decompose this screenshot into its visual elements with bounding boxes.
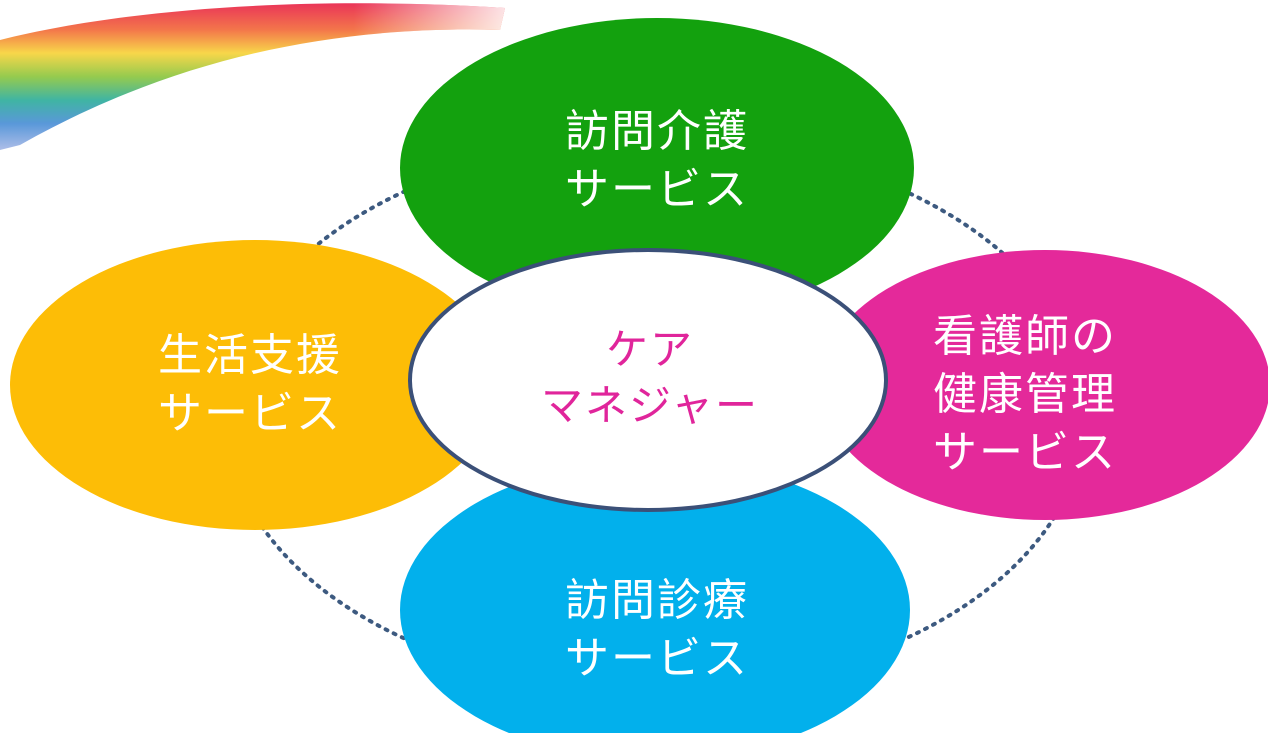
left-line1: 生活支援 <box>158 330 342 381</box>
rainbow-brush-stroke <box>0 3 505 151</box>
right-line2: 健康管理 <box>933 369 1117 420</box>
top-line1: 訪問介護 <box>565 106 749 157</box>
bottom-line2: サービス <box>565 633 749 684</box>
left-line2: サービス <box>158 388 342 439</box>
petal-right <box>820 250 1268 520</box>
petal-top <box>400 18 914 318</box>
left-petal-label: 生活支援 サービス <box>125 320 375 450</box>
bottom-petal-label: 訪問診療 サービス <box>532 565 782 695</box>
center-line1: ケア <box>605 325 694 374</box>
center-ellipse <box>408 248 888 512</box>
right-line1: 看護師の <box>933 311 1117 362</box>
petal-bottom <box>400 460 910 733</box>
right-petal-label: 看護師の 健康管理 サービス <box>905 300 1145 490</box>
right-line3: サービス <box>933 427 1117 478</box>
petal-left <box>10 240 500 530</box>
center-label: ケア マネジャー <box>520 318 780 438</box>
top-petal-label: 訪問介護 サービス <box>537 96 777 226</box>
top-line2: サービス <box>565 164 749 215</box>
bottom-line1: 訪問診療 <box>565 575 749 626</box>
center-line2: マネジャー <box>541 381 759 430</box>
